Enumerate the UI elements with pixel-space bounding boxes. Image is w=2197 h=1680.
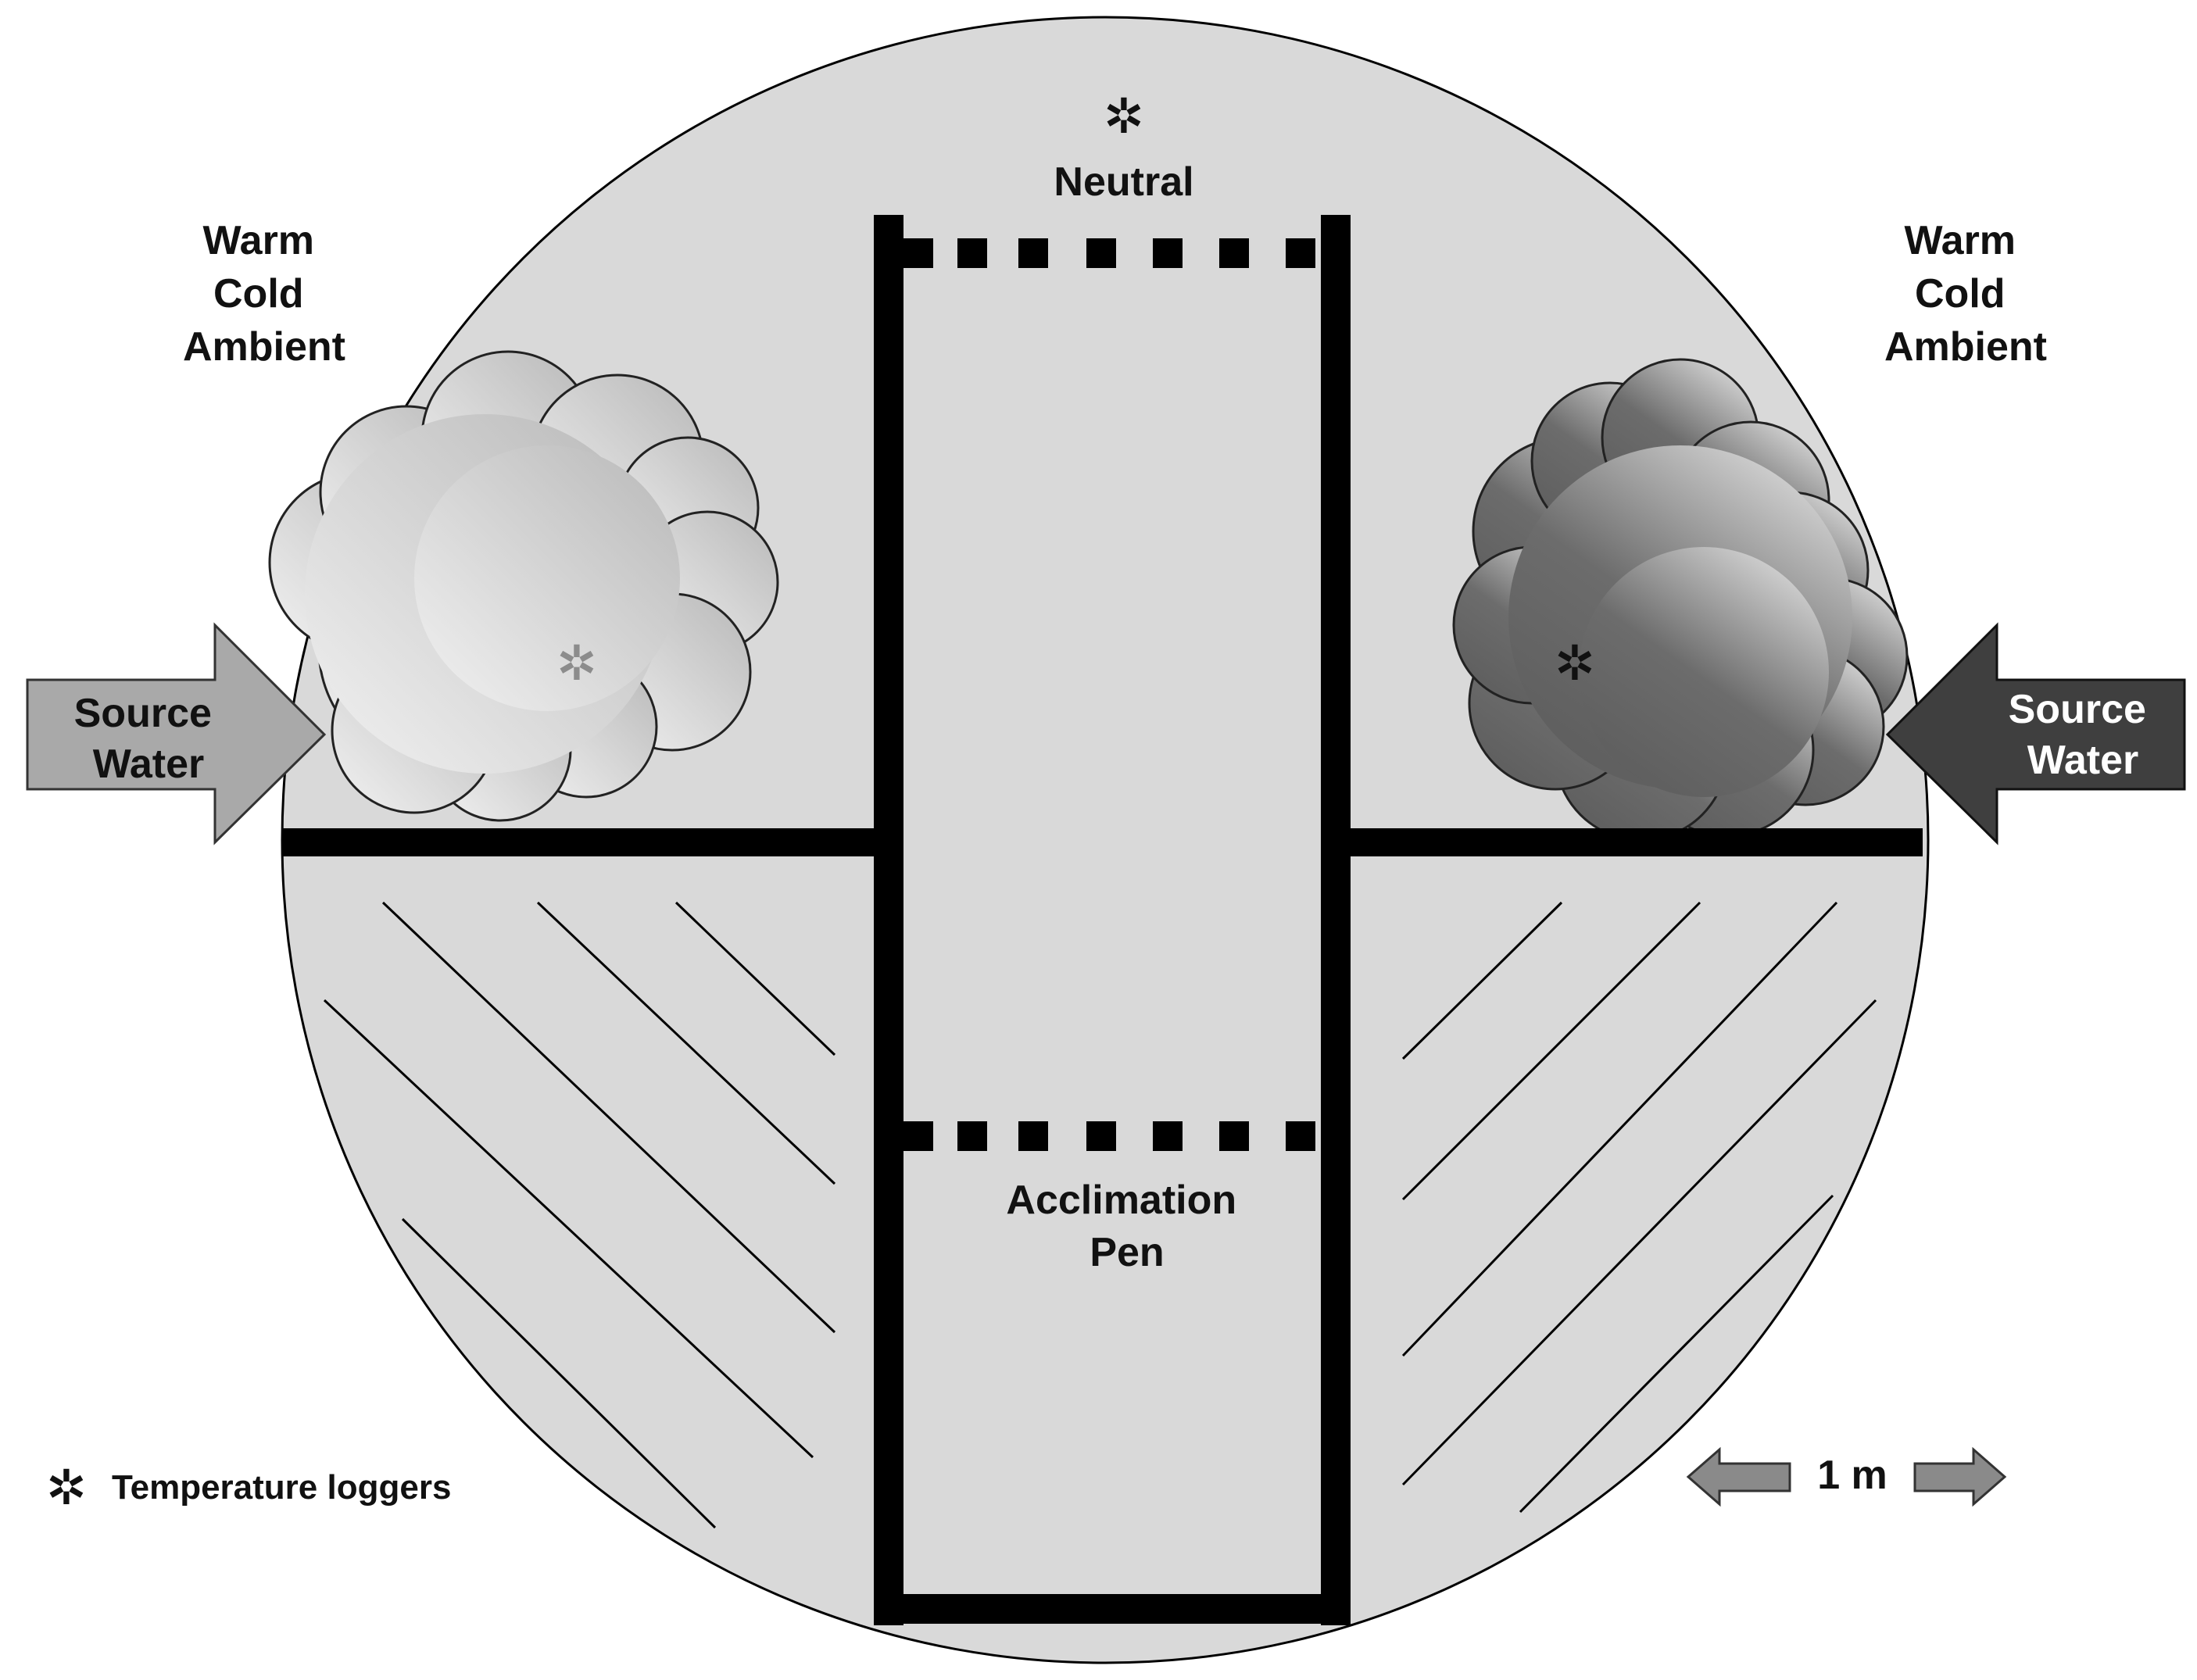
right-plume-logger-icon: ✲ [1555, 634, 1595, 692]
left-condition-warm: Warm [203, 218, 315, 263]
scale-bar: 1 m [1686, 1446, 2007, 1507]
acclimation-pen-line1: Acclimation [1006, 1178, 1236, 1223]
right-source-water-line2: Water [2027, 738, 2139, 783]
acclimation-pen-bottom-wall [874, 1594, 1351, 1624]
right-divider-wall [1321, 828, 1923, 856]
right-condition-cold: Cold [1915, 271, 2006, 316]
channel-left-wall [874, 215, 903, 1625]
left-conditions-label: Warm Cold Ambient [183, 218, 345, 370]
neutral-label: Neutral [1054, 159, 1193, 205]
scale-label: 1 m [1817, 1453, 1887, 1498]
right-source-water-line1: Source [2009, 687, 2146, 732]
left-plume-logger-icon: ✲ [556, 634, 597, 692]
acclimation-pen-label: Acclimation Pen [1006, 1178, 1247, 1275]
svg-text:Source Water: Source Water [74, 691, 224, 787]
left-source-water-line2: Water [93, 742, 205, 787]
right-conditions-label: Warm Cold Ambient [1884, 218, 2047, 370]
right-condition-ambient: Ambient [1884, 324, 2047, 370]
left-condition-ambient: Ambient [183, 324, 345, 370]
left-water-plume [268, 350, 779, 822]
hatch-lines-left [323, 901, 836, 1529]
left-divider-wall [281, 828, 883, 856]
right-condition-warm: Warm [1905, 218, 2016, 263]
right-source-water-arrow [1885, 622, 2186, 845]
scale-right-arrow-icon [1913, 1446, 2007, 1507]
right-water-plume [1452, 358, 1909, 842]
neutral-logger-icon: ✲ [1104, 88, 1144, 145]
left-condition-cold: Cold [213, 271, 304, 316]
left-source-water-arrow [26, 622, 327, 845]
legend-temperature-loggers: Temperature loggers [112, 1468, 451, 1507]
acclimation-pen-line2: Pen [1090, 1230, 1164, 1275]
left-source-water-line1: Source [74, 691, 212, 736]
scale-left-arrow-icon [1686, 1446, 1791, 1507]
svg-text:Source Water: Source Water [2009, 687, 2158, 783]
hatch-lines-right [1401, 901, 1877, 1514]
channel-right-wall [1321, 215, 1351, 1625]
bottom-mesh-barrier [903, 1121, 1315, 1151]
top-mesh-barrier [903, 238, 1315, 268]
legend-logger-icon: ✲ [46, 1459, 87, 1516]
